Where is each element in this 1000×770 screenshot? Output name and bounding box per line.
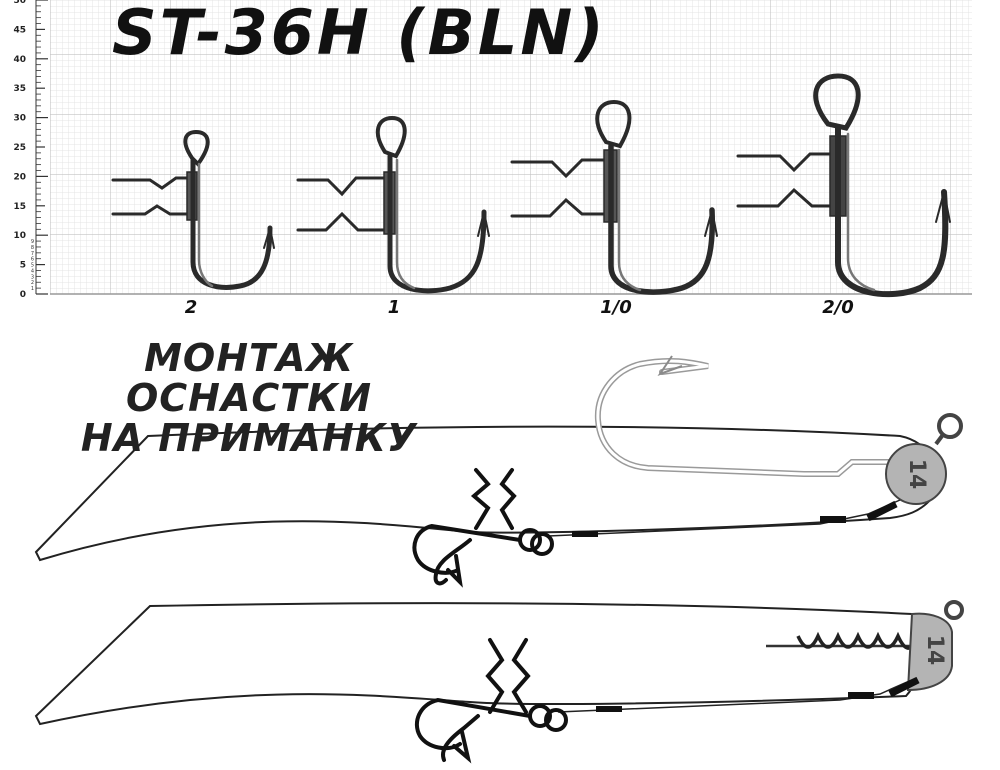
hook-size-label: 1/0 xyxy=(600,297,632,318)
jig-eyelet-top xyxy=(937,413,963,439)
hook-size-label: 2 xyxy=(184,297,198,318)
stinger-treble-bottom xyxy=(414,638,532,764)
hook-size-label: 1 xyxy=(387,297,401,318)
ruler-label: 25 xyxy=(13,143,26,153)
ruler-label: 15 xyxy=(13,202,26,212)
ruler-fine-label: 6 xyxy=(31,257,34,263)
hook-size-2-0 xyxy=(736,73,951,298)
offset-hook-top xyxy=(594,357,903,477)
soft-bait-outline-top xyxy=(34,425,938,562)
stinger-treble-top xyxy=(412,468,522,588)
ruler-fine-label: 2 xyxy=(31,280,34,286)
rig-top: 14 xyxy=(34,355,963,588)
product-title: ST-36H (BLN) xyxy=(112,0,607,69)
ruler-label: 10 xyxy=(13,231,26,241)
rigging-heading-line1: МОНТАЖ ОСНАСТКИ xyxy=(125,336,373,420)
ruler-label: 0 xyxy=(20,290,26,300)
soft-bait-outline-bottom xyxy=(34,602,923,726)
ruler-fine-label: 9 xyxy=(31,239,34,245)
hook-size-label: 2/0 xyxy=(822,297,854,318)
jig-weight-top: 14 xyxy=(904,459,929,490)
crimp-sleeve xyxy=(820,516,846,523)
ruler-fine-label: 5 xyxy=(31,263,34,269)
measurement-grid xyxy=(50,0,972,294)
rigging-heading-line2: НА ПРИМАНКУ xyxy=(80,416,418,460)
rigging-heading: МОНТАЖ ОСНАСТКИ НА ПРИМАНКУ xyxy=(14,338,484,458)
jig-weight-bottom: 14 xyxy=(922,635,947,666)
hook-size-1-0 xyxy=(510,99,718,295)
ruler-fine-label: 3 xyxy=(31,274,34,280)
ruler-label: 40 xyxy=(13,55,26,65)
ruler-fine-label: 4 xyxy=(31,268,34,274)
jig-eyelet-bottom xyxy=(944,600,964,620)
jig-head-top xyxy=(885,443,947,505)
ruler-fine-label: 1 xyxy=(31,286,34,292)
ruler-label: 30 xyxy=(13,114,26,124)
jig-head-bottom xyxy=(906,612,953,692)
ruler-label: 35 xyxy=(13,84,26,94)
ruler-label: 45 xyxy=(13,25,26,35)
ruler-fine-label: 8 xyxy=(31,245,34,251)
rig-bottom: 14 xyxy=(34,600,964,764)
ruler-label: 20 xyxy=(13,172,26,182)
ruler-label: 5 xyxy=(20,261,26,271)
hook-size-2 xyxy=(111,129,275,290)
ruler-fine-label: 7 xyxy=(31,251,34,257)
ruler-label: 50 xyxy=(13,0,26,6)
hook-size-1 xyxy=(296,115,490,294)
